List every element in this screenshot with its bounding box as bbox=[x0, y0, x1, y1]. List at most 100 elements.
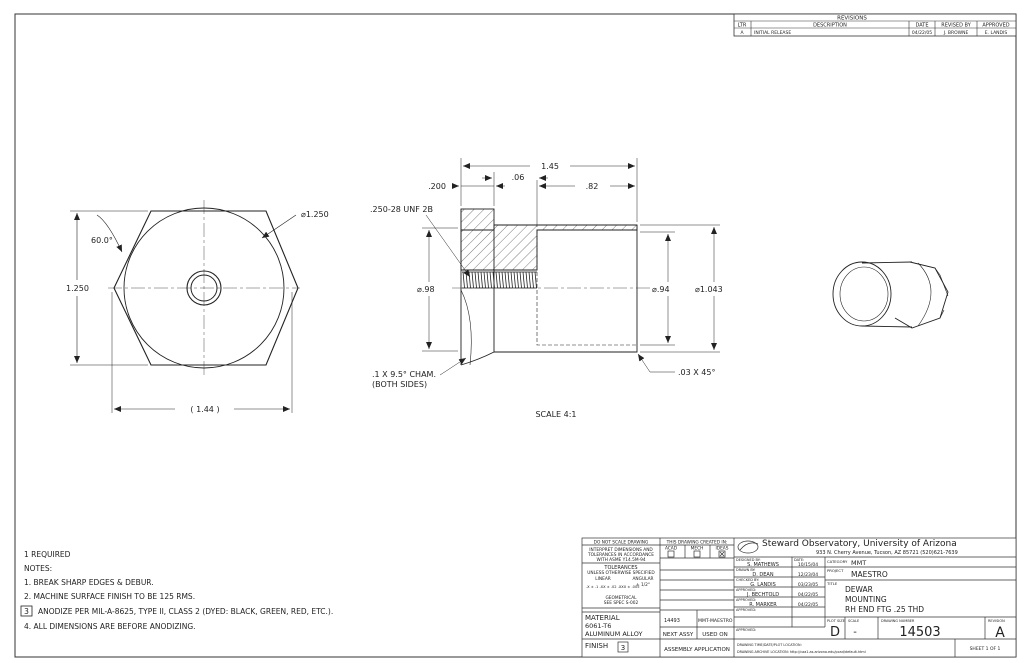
title-line-2: MOUNTING bbox=[845, 595, 887, 604]
dim-overall-length: 1.45 bbox=[541, 162, 559, 171]
person-role-4: APPROVED: bbox=[736, 588, 756, 592]
person-role-1: DESIGNED BY: bbox=[736, 558, 761, 562]
dim-thread-dia: ⌀.98 bbox=[417, 285, 435, 294]
used-on-value: MMT-MAESTRO bbox=[698, 618, 733, 624]
material-name: ALUMINUM ALLOY bbox=[585, 630, 643, 638]
rev-header-desc: DESCRIPTION bbox=[813, 23, 847, 29]
iso-hex-back bbox=[894, 261, 949, 329]
person-name-2: D. DEAN bbox=[752, 572, 773, 578]
rev-header-revby: REVISED BY bbox=[941, 23, 971, 29]
note-3: ANODIZE PER MIL-A-8625, TYPE II, CLASS 2… bbox=[38, 607, 333, 616]
side-view bbox=[452, 208, 650, 366]
sheet-border bbox=[14, 13, 1017, 658]
front-height-dim: 1.250 bbox=[66, 284, 89, 293]
do-not-scale: DO NOT SCALE DRAWING bbox=[594, 540, 649, 546]
title-label: TITLE bbox=[826, 581, 838, 586]
person-role-2: DRAWN BY: bbox=[736, 568, 756, 572]
front-diameter-dim: ⌀1.250 bbox=[301, 210, 329, 219]
rev-header-approved: APPROVED bbox=[982, 23, 1009, 29]
dim-flange-offset: .200 bbox=[428, 182, 446, 191]
revision-label: REVISION bbox=[988, 619, 1005, 623]
title-block-text: DO NOT SCALE DRAWING INTERPRET DIMENSION… bbox=[585, 539, 1005, 654]
thread-teeth bbox=[462, 271, 538, 289]
rev-row-approved: E. LANDIS bbox=[985, 30, 1008, 36]
project-value: MAESTRO bbox=[851, 570, 888, 579]
category-value: MMT bbox=[851, 559, 866, 567]
dim-shoulder: .06 bbox=[512, 173, 525, 182]
drawing-number-label: DRAWING NUMBER bbox=[881, 619, 915, 623]
dim-outer-dia: ⌀1.043 bbox=[695, 285, 723, 294]
rev-row-revby: J. BROWNE bbox=[943, 30, 969, 36]
person-name-3: G. LANDIS bbox=[750, 582, 776, 588]
rev-row-desc: INITIAL RELEASE bbox=[754, 30, 791, 36]
edge-chamfer-note: .03 X 45° bbox=[678, 368, 715, 377]
front-width-dim: ( 1.44 ) bbox=[190, 405, 219, 414]
rev-header-ltr: LTR bbox=[738, 23, 747, 29]
cad-acad: ACAD bbox=[665, 546, 678, 552]
geometric-label: GEOMETRICAL bbox=[605, 595, 637, 601]
geometric-spec: SEE SPEC S-002 bbox=[604, 600, 639, 606]
qty-required: 1 REQUIRED bbox=[24, 550, 71, 559]
application-label: ASSEMBLY APPLICATION bbox=[664, 647, 730, 653]
body-outline-lower bbox=[493, 225, 638, 353]
angular-label: ANGULAR bbox=[632, 576, 653, 582]
note-3-flag-number: 3 bbox=[24, 607, 29, 616]
sheet-count: SHEET 1 OF 1 bbox=[970, 646, 1001, 652]
thread-callout: .250-28 UNF 2B bbox=[370, 205, 433, 214]
chamfer-note: .1 X 9.5° CHAM. bbox=[372, 370, 436, 379]
rev-row-ltr: A bbox=[740, 30, 744, 36]
notes-block: 1 REQUIRED NOTES: 1. BREAK SHARP EDGES &… bbox=[20, 550, 333, 631]
flange-section bbox=[460, 208, 495, 231]
rev-row-date: 04/22/05 bbox=[912, 30, 932, 36]
dim-bore-dia: ⌀.94 bbox=[652, 285, 670, 294]
finish-flag-number: 3 bbox=[621, 644, 625, 652]
flange-profile bbox=[460, 289, 472, 366]
title-line-3: RH END FTG .25 THD bbox=[845, 605, 924, 614]
person-date-1: 10/15/04 bbox=[798, 562, 818, 568]
plot-size-value: D bbox=[830, 625, 840, 640]
body-section-upper bbox=[460, 224, 638, 271]
iso-front-face bbox=[832, 261, 892, 327]
person-date-4: 04/22/05 bbox=[798, 592, 818, 598]
note-2: 2. MACHINE SURFACE FINISH TO BE 125 RMS. bbox=[24, 592, 195, 601]
plot-size-label: PLOT SIZE bbox=[827, 619, 845, 623]
title-block bbox=[581, 537, 1017, 658]
hidden-bore bbox=[536, 230, 637, 346]
finish-label: FINISH bbox=[585, 642, 608, 650]
note-3-flag bbox=[20, 605, 33, 617]
person-name-1: S. MATHEWS bbox=[747, 562, 779, 568]
scale-label: SCALE 4:1 bbox=[535, 410, 576, 419]
interpret-line-1: INTERPRET DIMENSIONS AND bbox=[589, 547, 653, 553]
front-angle-dim: 60.0° bbox=[91, 236, 113, 245]
person-role-7: APPROVED: bbox=[736, 628, 756, 632]
dim-bore-depth: .82 bbox=[586, 182, 599, 191]
iso-cylinder-bottom bbox=[861, 325, 913, 328]
title-line-1: DEWAR bbox=[845, 585, 873, 594]
org-name: Steward Observatory, University of Arizo… bbox=[762, 539, 957, 549]
linear-label: LINEAR bbox=[595, 576, 611, 582]
note-1: 1. BREAK SHARP EDGES & DEBUR. bbox=[24, 578, 154, 587]
person-name-5: R. MARKER bbox=[749, 602, 777, 608]
tolerances-title: TOLERANCES bbox=[603, 565, 637, 571]
material-spec: 6061-T6 bbox=[585, 622, 611, 630]
observatory-logo bbox=[737, 540, 759, 554]
cad-ideas: IDEAS bbox=[716, 546, 729, 552]
note-4: 4. ALL DIMENSIONS ARE BEFORE ANODIZING. bbox=[24, 622, 196, 631]
interpret-line-3: WITH ASME Y14.5M-94 bbox=[596, 557, 645, 563]
isometric-view bbox=[832, 261, 949, 329]
scale-field-label: SCALE bbox=[848, 619, 859, 623]
person-role-5: APPROVED: bbox=[736, 598, 756, 602]
footer-archive-location: DRAWING ARCHIVE LOCATION: http://caa1.as… bbox=[737, 650, 866, 654]
linear-values: .X ± .1 .XX ± .02 .XXX ± .005 bbox=[586, 585, 640, 589]
category-label: CATEGORY bbox=[827, 559, 848, 564]
revision-block: REVISIONS LTR DESCRIPTION DATE REVISED B… bbox=[733, 13, 1017, 37]
project-label: PROJECT bbox=[827, 568, 844, 573]
tolerances-sub: UNLESS OTHERWISE SPECIFIED bbox=[587, 570, 655, 576]
footer-plot-location: DRAWING TIME/DATE/PLOT LOCATION: bbox=[737, 643, 802, 647]
person-date-3: 03/23/05 bbox=[798, 582, 818, 588]
side-dimensions bbox=[422, 158, 720, 376]
person-role-6: APPROVED: bbox=[736, 608, 756, 612]
scale-value: - bbox=[853, 627, 857, 638]
revisions-title: REVISIONS bbox=[837, 16, 867, 22]
